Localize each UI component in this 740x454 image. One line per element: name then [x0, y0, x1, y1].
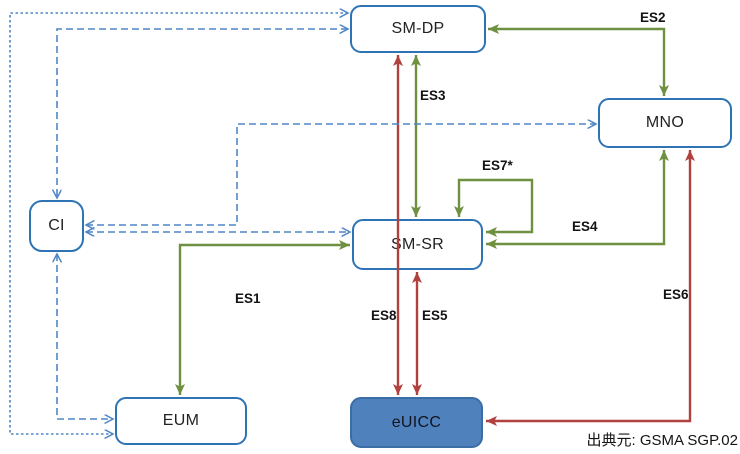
edge-smdp-eum-dotted	[9, 13, 348, 434]
edge-label-es6: ES6	[663, 287, 689, 302]
node-euicc: eUICC	[350, 397, 483, 448]
edge-es2	[488, 24, 669, 96]
node-sm-dp-label: SM-DP	[391, 20, 445, 37]
node-euicc-label: eUICC	[391, 413, 442, 431]
edge-label-es1: ES1	[235, 291, 261, 306]
edge-ci-smdp	[57, 29, 348, 198]
node-sm-sr-label: SM-SR	[390, 235, 445, 253]
node-sm-dp: SM-DP	[350, 5, 486, 53]
node-ci: CI	[29, 200, 84, 252]
edge-es1	[175, 240, 350, 395]
node-mno-label: MNO	[645, 114, 685, 131]
edge-label-es5: ES5	[422, 308, 448, 323]
edge-label-es2: ES2	[640, 10, 666, 25]
edge-ci-eum	[57, 254, 113, 419]
edge-label-es8: ES8	[371, 308, 397, 323]
edge-es7-loop	[454, 178, 534, 237]
edge-ci-mno	[86, 124, 596, 225]
edge-label-es4: ES4	[572, 219, 598, 234]
edge-label-es7: ES7*	[482, 158, 513, 173]
source-caption: 出典元: GSMA SGP.02	[586, 432, 738, 449]
edge-label-es3: ES3	[420, 88, 446, 103]
node-mno: MNO	[598, 98, 732, 148]
edge-es6	[486, 150, 695, 426]
node-ci-label: CI	[48, 217, 65, 234]
